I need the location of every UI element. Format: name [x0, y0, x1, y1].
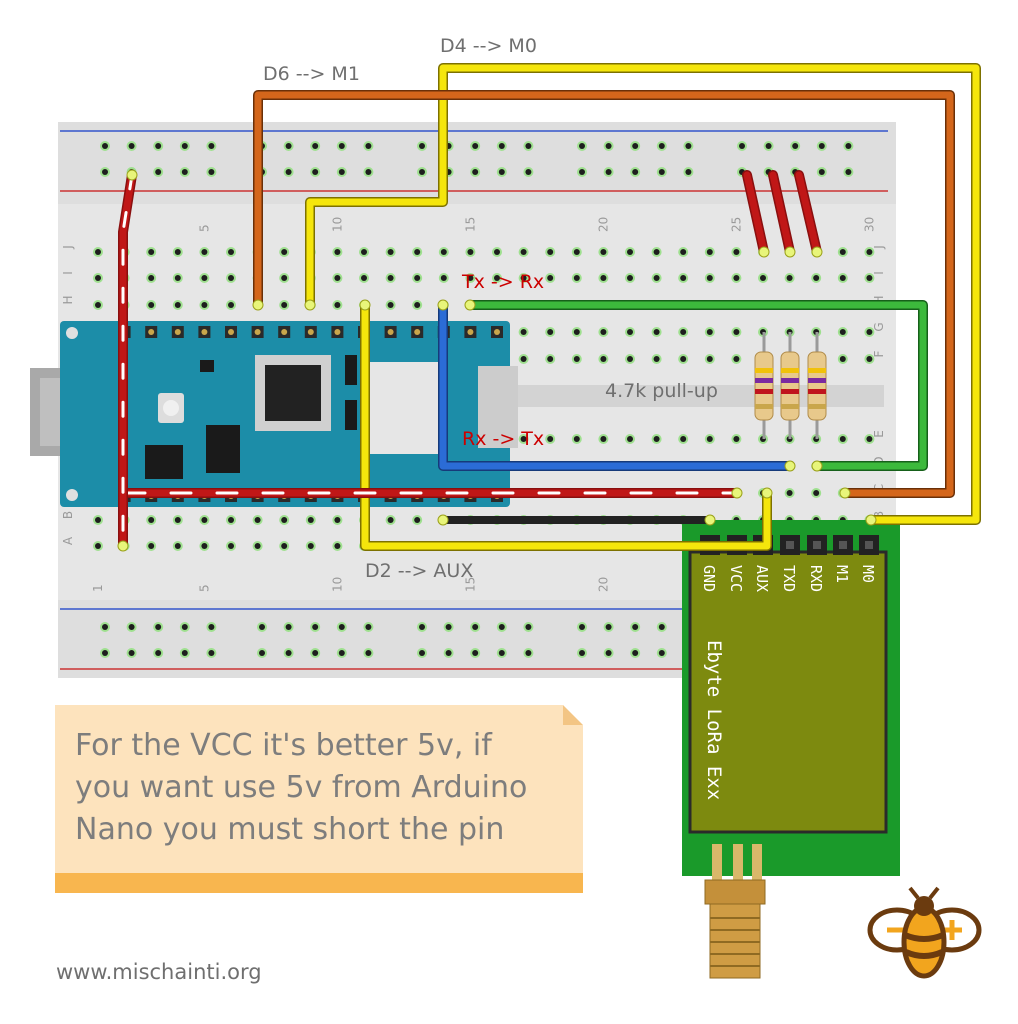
row-label: I	[61, 271, 75, 275]
column-label-bottom: 20	[596, 577, 610, 592]
row-label: A	[61, 536, 75, 545]
module-name: Ebyte LoRa Exx	[703, 640, 725, 800]
wire-endpoints	[117, 169, 877, 552]
module-pin-label: VCC	[727, 565, 745, 592]
column-label-top: 5	[197, 224, 211, 232]
label-d4-m0: D4 --> M0	[440, 35, 537, 57]
label-d2-aux: D2 --> AUX	[365, 560, 473, 582]
column-label-bottom: 5	[197, 584, 211, 592]
vcc-note: For the VCC it's better 5v, if you want …	[55, 705, 583, 893]
antenna-pins	[712, 844, 722, 884]
resistor	[754, 351, 774, 421]
column-label-bottom: 10	[330, 577, 344, 592]
resistor	[780, 351, 800, 421]
module-pin-label: GND	[700, 565, 718, 592]
note-footer-band	[55, 873, 583, 893]
column-label-top: 25	[729, 217, 743, 232]
label-d6-m1: D6 --> M1	[263, 63, 360, 85]
module-pin-label: M1	[833, 565, 851, 583]
pullup-resistors	[754, 332, 827, 439]
column-label-bottom: 15	[463, 577, 477, 592]
row-label: J	[61, 245, 75, 250]
column-label-bottom: 1	[91, 584, 105, 592]
module-pin-label: TXD	[780, 565, 798, 592]
site-url: www.mischainti.org	[56, 960, 262, 984]
column-label-top: 20	[596, 217, 610, 232]
row-label: H	[61, 295, 75, 304]
column-label-top: 30	[862, 217, 876, 232]
module-pin-label: M0	[859, 565, 877, 583]
resistor	[807, 351, 827, 421]
row-label: G	[872, 322, 886, 331]
row-label: I	[872, 271, 886, 275]
row-label: E	[872, 430, 886, 438]
usb-chip	[145, 445, 183, 479]
column-label-top: 15	[463, 217, 477, 232]
column-label-top: 10	[330, 217, 344, 232]
label-pullup: 4.7k pull-up	[605, 380, 718, 402]
note-fold	[563, 705, 583, 725]
module-pin-label: RXD	[807, 565, 825, 592]
module-shield	[688, 550, 888, 834]
label-tx-rx: Tx -> Rx	[461, 271, 544, 293]
row-label: F	[872, 350, 886, 357]
row-label: J	[872, 245, 886, 250]
module-pin-label: AUX	[753, 565, 771, 592]
label-rx-tx: Rx -> Tx	[462, 428, 544, 450]
lora-module: GND VCC AUX TXD RXD M1 M0 Ebyte LoRa Exx	[682, 520, 900, 979]
bee-logo-icon	[867, 886, 982, 979]
row-label: B	[61, 511, 75, 519]
microcontroller-chip	[265, 365, 321, 421]
note-text: For the VCC it's better 5v, if you want …	[75, 728, 528, 847]
sma-antenna-connector	[704, 879, 766, 905]
